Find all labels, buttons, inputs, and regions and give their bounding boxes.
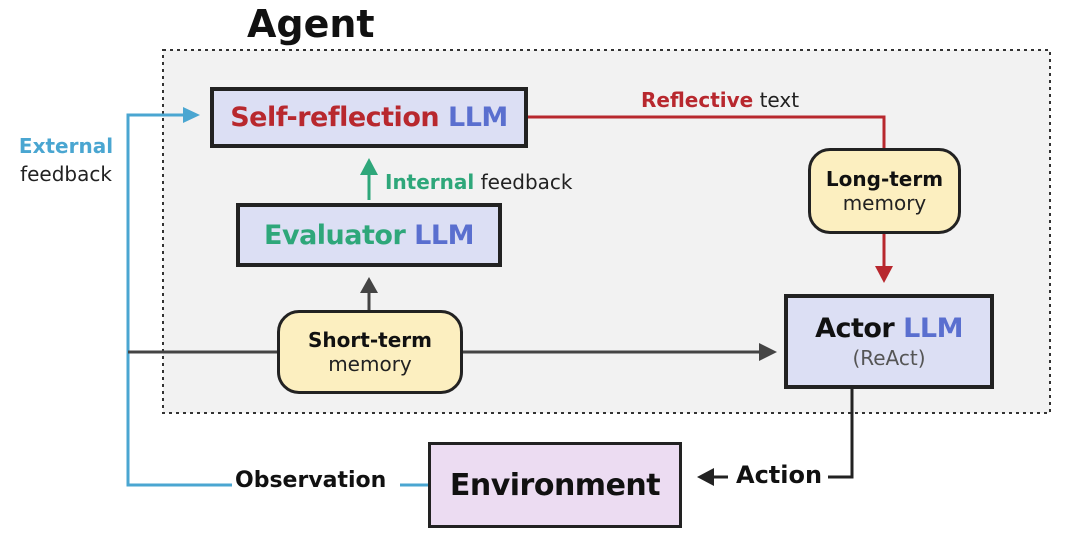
internal-feedback-label: Internal feedback: [385, 170, 573, 194]
actor-label-suffix: LLM: [903, 313, 963, 344]
long-term-to-actor-arrowhead: [875, 266, 893, 283]
reflective-text-line: [527, 115, 886, 148]
external-feedback-arrowhead: [183, 107, 200, 123]
reflective-text-label: Reflective text: [641, 88, 799, 112]
external-feedback-rest: feedback: [20, 162, 112, 186]
evaluator-llm-label: Evaluator LLM: [264, 220, 474, 251]
evaluator-label-prefix: Evaluator: [264, 219, 406, 251]
actor-input-arrowhead: [759, 343, 777, 361]
reflective-text-rest: text: [759, 88, 800, 112]
internal-feedback-arrowhead: [360, 158, 378, 175]
long-term-memory-box: Long-term memory: [808, 148, 961, 234]
self-reflection-label-prefix: Self-reflection: [230, 102, 440, 133]
actor-llm-label: Actor LLM: [815, 313, 963, 344]
actor-label-prefix: Actor: [815, 313, 895, 344]
self-reflection-llm-label: Self-reflection LLM: [230, 102, 508, 133]
long-term-memory-subtitle: memory: [842, 191, 927, 215]
environment-label: Environment: [449, 467, 661, 503]
short-term-memory-title: Short-term: [308, 328, 432, 352]
external-feedback-loop: [126, 113, 232, 487]
agent-title: Agent: [247, 2, 375, 46]
evaluator-llm-box: Evaluator LLM: [236, 203, 502, 267]
external-feedback-highlight: External: [18, 134, 114, 158]
memory-to-evaluator-arrowhead: [360, 277, 378, 293]
external-feedback-label: External feedback: [10, 132, 122, 188]
short-term-memory-box: Short-term memory: [277, 310, 463, 394]
internal-feedback-rest: feedback: [480, 170, 573, 194]
observation-label: Observation: [235, 468, 387, 493]
internal-feedback-highlight: Internal: [385, 170, 475, 194]
environment-box: Environment: [428, 442, 682, 528]
actor-sublabel: (ReAct): [852, 346, 926, 370]
reflective-text-highlight: Reflective: [641, 88, 754, 112]
action-label: Action: [736, 461, 823, 489]
long-term-memory-title: Long-term: [825, 167, 944, 191]
action-line: [828, 388, 854, 479]
self-reflection-label-suffix: LLM: [448, 102, 508, 133]
self-reflection-llm-box: Self-reflection LLM: [210, 87, 528, 148]
short-term-memory-subtitle: memory: [328, 352, 412, 376]
evaluator-label-suffix: LLM: [414, 219, 474, 251]
actor-llm-box: Actor LLM (ReAct): [784, 294, 994, 389]
action-arrowhead: [697, 468, 714, 486]
